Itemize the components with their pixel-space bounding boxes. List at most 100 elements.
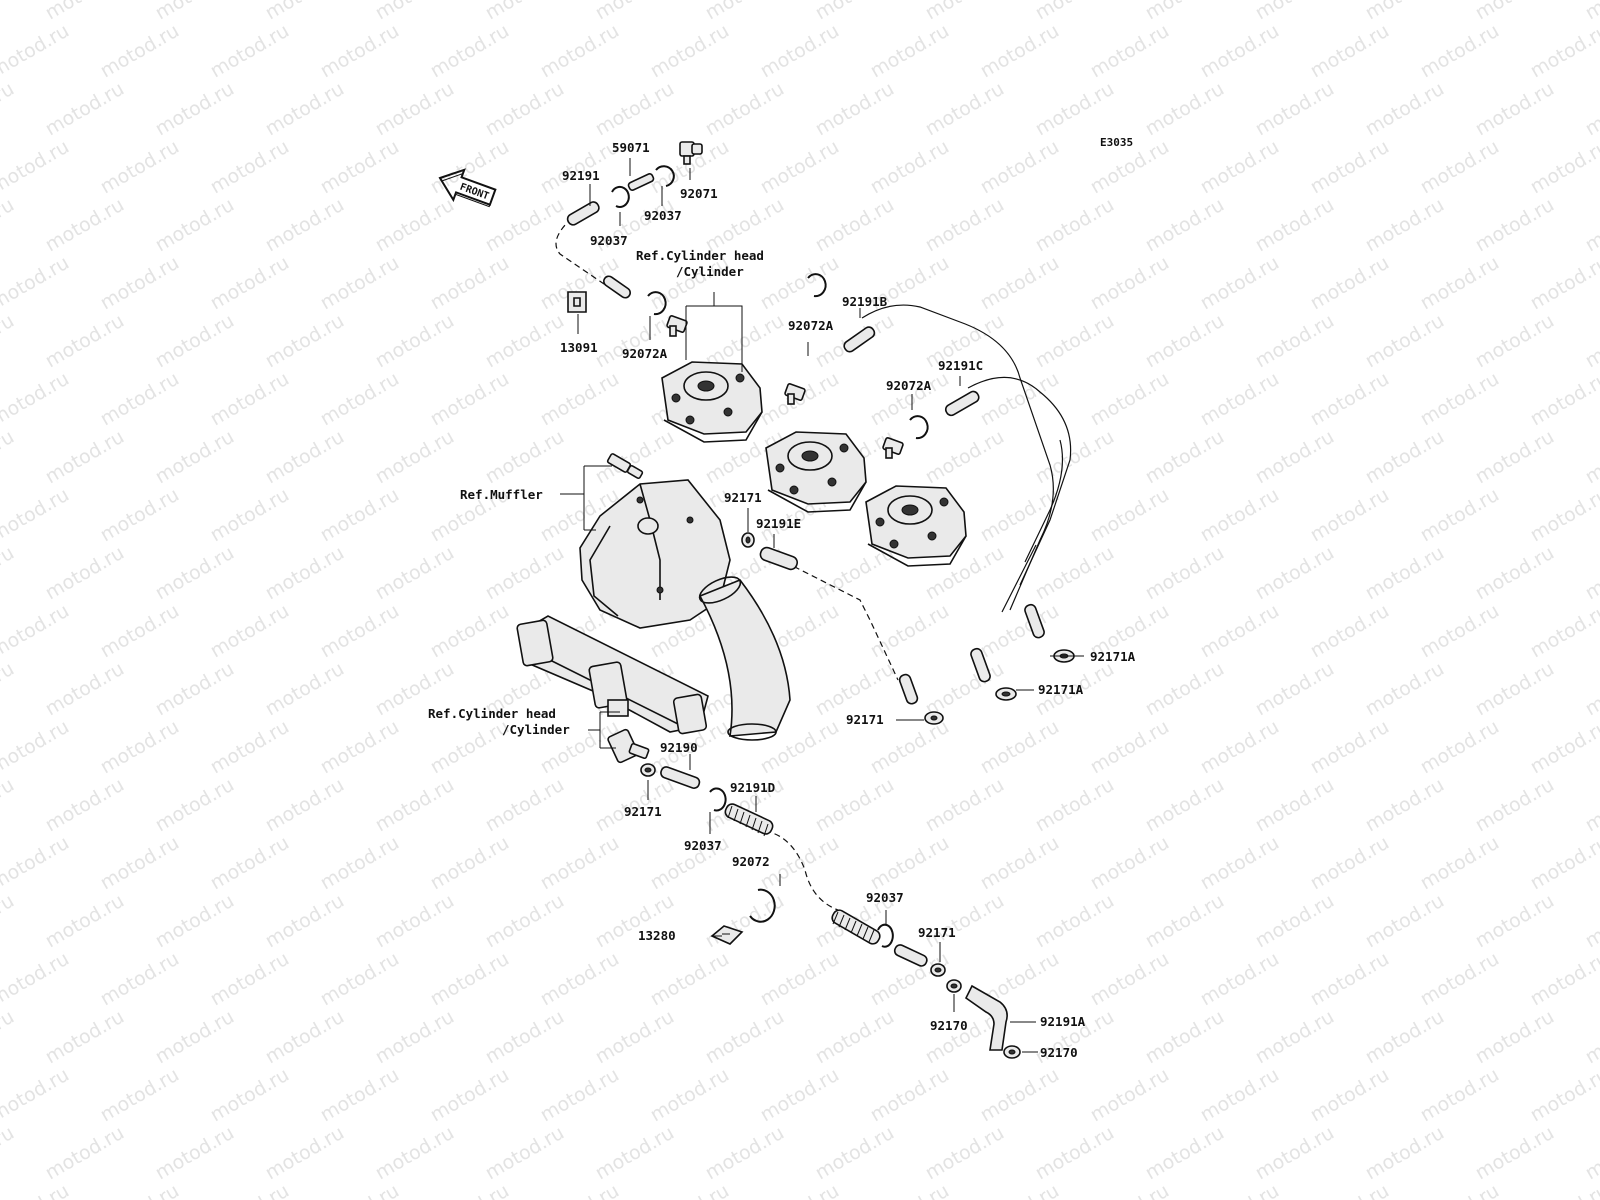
label-92191D: 92191D	[730, 780, 775, 795]
watermark-text: motod.ru	[1472, 78, 1558, 141]
watermark-text: motod.ru	[97, 600, 183, 663]
watermark-text: motod.ru	[207, 832, 293, 895]
watermark-text: motod.ru	[647, 1180, 733, 1200]
watermark-text: motod.ru	[702, 78, 788, 141]
watermark-text: motod.ru	[1527, 484, 1600, 547]
watermark-text: motod.ru	[977, 20, 1063, 83]
watermark-text: motod.ru	[427, 1064, 513, 1127]
watermark-text: motod.ru	[1527, 600, 1600, 663]
watermark-text: motod.ru	[867, 136, 953, 199]
watermark-text: motod.ru	[1362, 542, 1448, 605]
watermark-text: motod.ru	[812, 194, 898, 257]
watermark-text: motod.ru	[372, 1006, 458, 1069]
watermark-text: motod.ru	[207, 20, 293, 83]
watermark-text: motod.ru	[1197, 20, 1283, 83]
watermark-text: motod.ru	[1032, 310, 1118, 373]
watermark-text: motod.ru	[1252, 658, 1338, 721]
watermark-text: motod.ru	[372, 426, 458, 489]
watermark-text: motod.ru	[867, 20, 953, 83]
watermark-text: motod.ru	[427, 600, 513, 663]
hose-short-lower	[893, 944, 928, 967]
watermark-text: motod.ru	[537, 1180, 623, 1200]
watermark-text: motod.ru	[1087, 832, 1173, 895]
watermark-text: motod.ru	[1417, 1064, 1503, 1127]
watermark-text: motod.ru	[1087, 484, 1173, 547]
hose-corrugated-92191D	[724, 803, 774, 837]
watermark-text: motod.ru	[537, 136, 623, 199]
watermark-text: motod.ru	[812, 542, 898, 605]
label-92170-2: 92170	[1040, 1045, 1078, 1060]
watermark-text: motod.ru	[482, 890, 568, 953]
watermark-text: motod.ru	[1252, 1006, 1338, 1069]
watermark-text: motod.ru	[1032, 0, 1118, 24]
watermark-text: motod.ru	[1417, 716, 1503, 779]
label-92191: 92191	[562, 168, 600, 183]
watermark-text: motod.ru	[1197, 1064, 1283, 1127]
watermark-text: motod.ru	[1527, 716, 1600, 779]
watermark-text: motod.ru	[482, 542, 568, 605]
watermark-text: motod.ru	[1307, 832, 1393, 895]
watermark-text: motod.ru	[482, 0, 568, 24]
watermark-text: motod.ru	[482, 194, 568, 257]
watermark-text: motod.ru	[372, 890, 458, 953]
watermark-text: motod.ru	[207, 1064, 293, 1127]
watermark-text: motod.ru	[1582, 426, 1600, 489]
watermark-text: motod.ru	[922, 78, 1008, 141]
watermark-text: motod.ru	[592, 0, 678, 24]
watermark-text: motod.ru	[1472, 194, 1558, 257]
watermark-text: motod.ru	[1417, 368, 1503, 431]
watermark-text: motod.ru	[1582, 542, 1600, 605]
watermark-text: motod.ru	[317, 20, 403, 83]
exhaust-manifold	[516, 615, 709, 735]
hose-top-left	[555, 217, 611, 289]
watermark-text: motod.ru	[1142, 890, 1228, 953]
watermark-text: motod.ru	[1582, 658, 1600, 721]
watermark-text: motod.ru	[207, 484, 293, 547]
clip-92037-mid	[709, 787, 727, 812]
watermark-text: motod.ru	[1087, 716, 1173, 779]
watermark-text: motod.ru	[537, 20, 623, 83]
watermark-text: motod.ru	[317, 1064, 403, 1127]
watermark-text: motod.ru	[1252, 890, 1338, 953]
watermark-text: motod.ru	[977, 1180, 1063, 1200]
watermark-text: motod.ru	[0, 948, 73, 1011]
watermark-text: motod.ru	[1197, 832, 1283, 895]
watermark-text: motod.ru	[152, 658, 238, 721]
watermark-text: motod.ru	[1582, 194, 1600, 257]
watermark-text: motod.ru	[812, 1006, 898, 1069]
watermark-text: motod.ru	[1197, 368, 1283, 431]
watermark-text: motod.ru	[1527, 368, 1600, 431]
watermark-text: motod.ru	[1472, 1006, 1558, 1069]
watermark-text: motod.ru	[812, 78, 898, 141]
watermark-text: motod.ru	[317, 948, 403, 1011]
watermark-text: motod.ru	[1307, 716, 1393, 779]
watermark-text: motod.ru	[812, 774, 898, 837]
watermark-text: motod.ru	[97, 1180, 183, 1200]
watermark-text: motod.ru	[0, 0, 18, 24]
watermark-text: motod.ru	[152, 1006, 238, 1069]
watermark-text: motod.ru	[922, 1122, 1008, 1185]
watermark-text: motod.ru	[977, 832, 1063, 895]
label-92191B: 92191B	[842, 294, 888, 309]
watermark-text: motod.ru	[1307, 1180, 1393, 1200]
label-59071: 59071	[612, 140, 650, 155]
hose-end-92191E	[898, 673, 919, 705]
watermark-text: motod.ru	[1307, 252, 1393, 315]
watermark-text: motod.ru	[1527, 832, 1600, 895]
watermark-text: motod.ru	[427, 20, 513, 83]
ref-bracket-bottom	[588, 711, 620, 749]
watermark-text: motod.ru	[1142, 426, 1228, 489]
watermark-text: motod.ru	[592, 1122, 678, 1185]
watermark-text: motod.ru	[372, 194, 458, 257]
watermark-text: motod.ru	[482, 78, 568, 141]
watermark-text: motod.ru	[1582, 310, 1600, 373]
watermark-text: motod.ru	[1362, 426, 1448, 489]
clip-92171A-2	[995, 687, 1017, 701]
nozzle-elbow-3	[882, 437, 904, 459]
watermark-text: motod.ru	[1087, 20, 1173, 83]
watermark-text: motod.ru	[42, 1122, 128, 1185]
hose-92191E	[759, 546, 799, 571]
watermark-text: motod.ru	[812, 1122, 898, 1185]
watermark-text: motod.ru	[867, 600, 953, 663]
